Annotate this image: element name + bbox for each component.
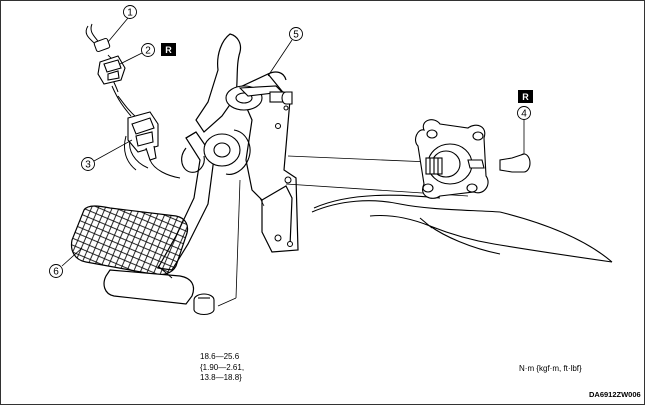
- mounting-nut: [193, 293, 215, 316]
- callout-3: 3: [81, 157, 95, 171]
- svg-text:R: R: [522, 92, 529, 102]
- bracket-stud-right: [281, 91, 293, 105]
- svg-text:5: 5: [293, 30, 299, 41]
- pivot-assembly: [181, 85, 285, 175]
- bracket-holes: [274, 105, 293, 247]
- firewall-panel: [311, 194, 613, 263]
- svg-text:1: 1: [127, 8, 133, 19]
- callout-1: 1: [123, 5, 137, 19]
- svg-text:3: 3: [85, 160, 91, 171]
- booster-flange: [415, 119, 489, 199]
- torque-line-1: 18.6—25.6: [200, 352, 240, 361]
- callout-5: 5: [289, 27, 303, 41]
- connector-2: [97, 55, 126, 85]
- replace-badge-4: [518, 90, 533, 103]
- units-note: N·m {kgf·m, ft·lbf}: [519, 364, 582, 373]
- pedal-pad: [70, 205, 195, 305]
- torque-line-3: 13.8—18.8}: [200, 373, 242, 382]
- replace-badge-2: [161, 43, 176, 56]
- leader-lines: [61, 17, 525, 267]
- torque-specification: 18.6—25.6 {1.90—2.61, 13.8—18.8}: [200, 352, 244, 384]
- figure-code: DA6912ZW006: [589, 390, 641, 399]
- svg-text:2: 2: [145, 46, 151, 57]
- callout-4: R 4: [517, 90, 533, 120]
- callout-2: 2 R: [141, 43, 176, 57]
- svg-text:R: R: [165, 45, 172, 55]
- svg-text:6: 6: [53, 267, 59, 278]
- connector-3: [127, 111, 159, 161]
- svg-text:4: 4: [521, 109, 527, 120]
- callout-6: 6: [49, 264, 63, 278]
- booster-bolt-4: [499, 153, 531, 173]
- torque-line-2: {1.90—2.61,: [200, 362, 245, 372]
